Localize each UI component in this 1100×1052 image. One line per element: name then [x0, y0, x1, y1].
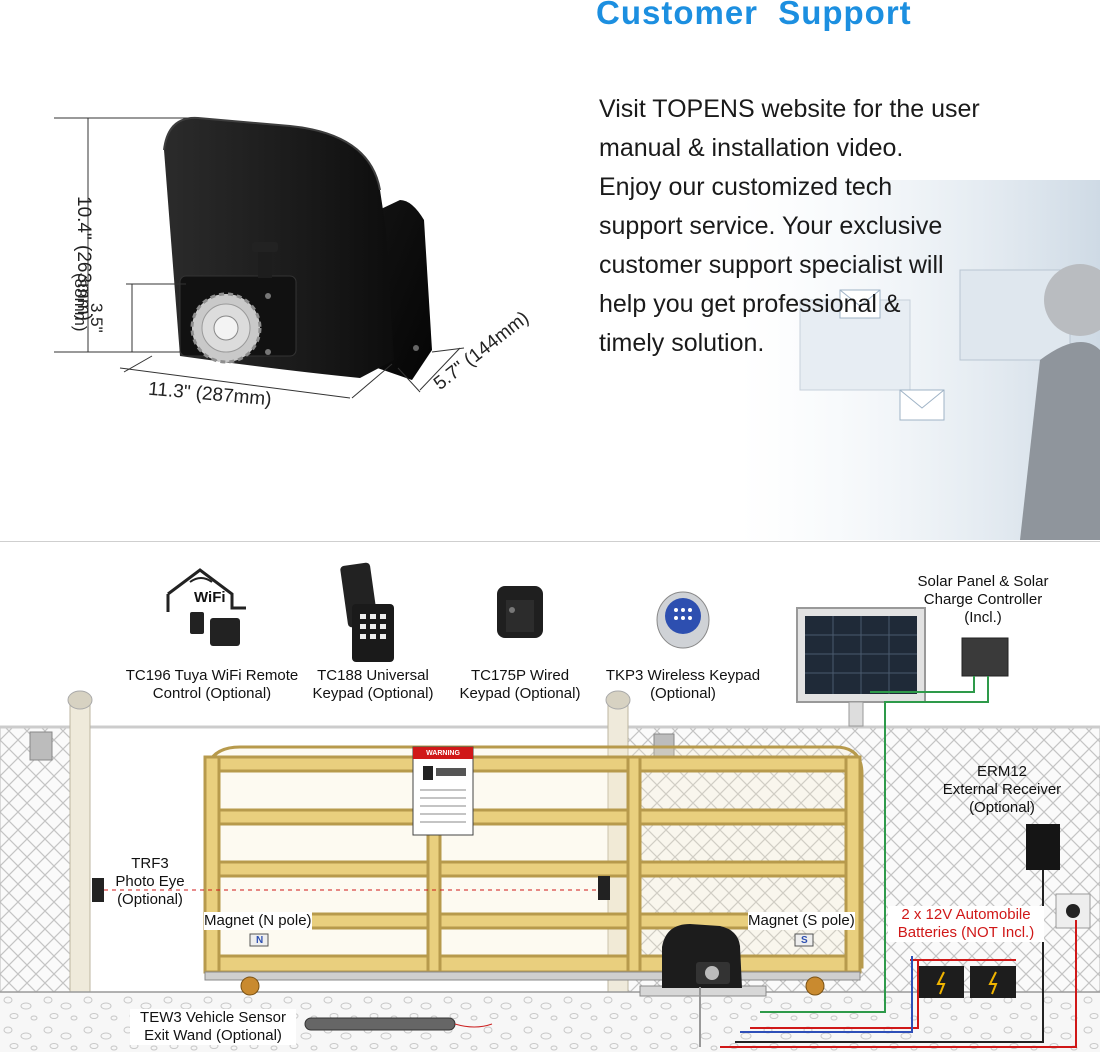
accessory-note: Control (Optional): [152, 685, 272, 702]
photo-eye-label-line: (Optional): [117, 891, 183, 908]
accessory-note: Keypad (Optional): [312, 685, 434, 702]
support-line: Enjoy our customized tech: [599, 173, 893, 201]
solar-panel: [796, 607, 926, 727]
magnet-n: [249, 933, 269, 947]
gate-wheel: [805, 976, 825, 996]
support-description: Visit TOPENS website for the user manual…: [599, 90, 1019, 363]
solar-label-line: (Incl.): [964, 609, 1002, 626]
operator-dimension-drawing: [54, 116, 465, 399]
photo-eye-left: [92, 878, 104, 902]
mail-icon: [839, 289, 881, 319]
wifi-icon-text: WiFi: [194, 589, 226, 606]
warning-sign: [412, 746, 474, 836]
battery: [918, 966, 964, 998]
support-title: Customer Support: [596, 0, 912, 31]
batteries-label-line: 2 x 12V Automobile: [901, 906, 1031, 923]
gear-rack: [204, 971, 861, 981]
support-line: timely solution.: [599, 329, 765, 357]
accessory-name: TC196 Tuya WiFi Remote: [125, 667, 299, 684]
gear-icon: [190, 292, 262, 364]
accessory-name: TC188 Universal: [317, 667, 429, 684]
sensor-label-line: TEW3 Vehicle Sensor: [140, 1009, 286, 1026]
accessory-label: TKP3 Wireless Keypad(Optional): [598, 667, 768, 703]
magnet-s: [794, 933, 814, 947]
support-agent-figure: [1020, 264, 1100, 540]
accessory-note: (Optional): [650, 685, 716, 702]
gate-operator: [662, 924, 742, 988]
support-line: help you get professional &: [599, 290, 901, 318]
gate-wheel: [240, 976, 260, 996]
section-divider: [0, 541, 1100, 542]
support-background-image: [740, 180, 1100, 540]
batteries-label-line: Batteries (NOT Incl.): [897, 924, 1035, 941]
external-receiver: [1026, 824, 1060, 870]
accessory-name: TC175P Wired: [470, 667, 570, 684]
magnet-s-letter: S: [801, 935, 808, 946]
receiver-label-line: ERM12: [976, 763, 1028, 780]
installation-diagram: [0, 562, 1100, 1052]
photo-eye-label-line: TRF3: [131, 855, 169, 872]
exit-wand: [304, 1017, 456, 1031]
wired-keypad-icon: [497, 586, 543, 638]
solar-label-line: Solar Panel & Solar: [917, 573, 1049, 590]
magnet-n-label: Magnet (N pole): [204, 912, 312, 930]
mail-icon: [899, 389, 945, 421]
sliding-gate: [203, 745, 864, 974]
magnet-s-label: Magnet (S pole): [748, 912, 855, 930]
gear-height-label-b: (88mm): [71, 273, 90, 332]
sensor-label-line: Exit Wand (Optional): [144, 1027, 282, 1044]
support-line: customer support specialist will: [599, 251, 944, 279]
support-line: manual & installation video.: [599, 134, 904, 162]
photo-eye-right: [598, 876, 610, 900]
accessory-note: Keypad (Optional): [459, 685, 581, 702]
wifi-house-icon: [166, 568, 246, 646]
magnet-n-letter: N: [256, 935, 264, 946]
universal-keypad-icon: [340, 562, 394, 662]
wireless-keypad-icon: [656, 591, 710, 649]
solar-label-line: Charge Controller: [923, 591, 1043, 608]
warning-sign-text: WARNING: [426, 750, 460, 757]
fence-post-left: [69, 701, 91, 998]
accessory-name: TKP3 Wireless Keypad: [605, 667, 761, 684]
support-line: support service. Your exclusive: [599, 212, 943, 240]
receiver-label-line: (Optional): [969, 799, 1035, 816]
support-line: Visit TOPENS website for the user: [599, 95, 980, 123]
fence-left: [0, 726, 79, 993]
battery: [970, 966, 1016, 998]
charge-controller: [961, 637, 1009, 677]
photo-eye-label-line: Photo Eye: [115, 873, 185, 890]
receiver-label-line: External Receiver: [942, 781, 1062, 798]
